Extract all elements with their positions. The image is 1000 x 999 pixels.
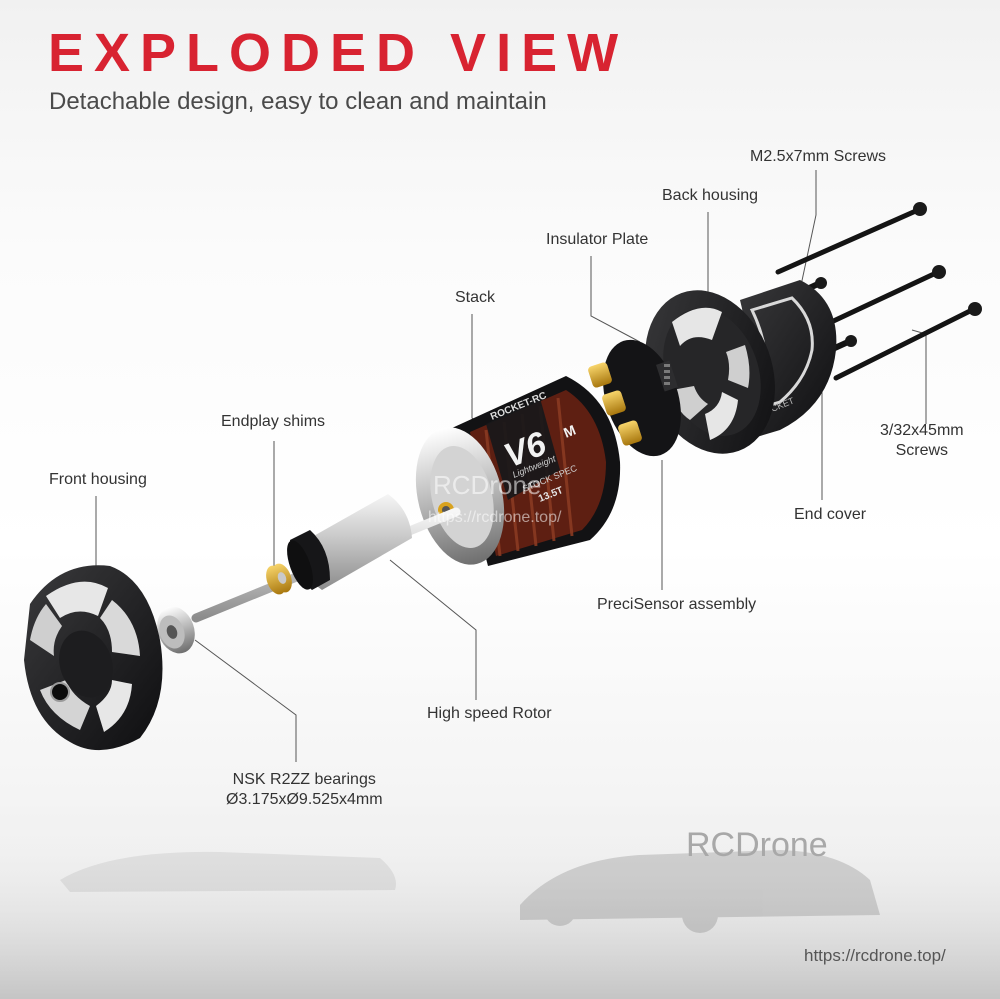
label-endplay-shims: Endplay shims [221,413,326,430]
label-insulator-plate: Insulator Plate [546,231,649,248]
watermark-url: https://rcdrone.top/ [804,946,946,965]
leader-332-screws [911,329,927,424]
leader-stack [471,314,479,423]
label-m25-screws: M2.5x7mm Screws [750,148,887,165]
label-bearings-line1: NSK R2ZZ bearings [232,771,376,788]
endplay-shims [266,563,292,595]
front-housing [24,565,163,751]
label-precisensor: PreciSensor assembly [597,596,757,613]
label-332-screws-line2: Screws [895,442,949,459]
watermark-mid-url: https://rcdrone.top/ [428,509,562,526]
leader-bearings [194,639,297,762]
watermark-mid-brand: RCDrone [433,470,542,500]
leader-rotor [389,559,477,700]
motor-model-suffix: M [561,422,578,441]
page-subtitle: Detachable design, easy to clean and mai… [49,88,547,115]
leader-insulator-plate [590,256,641,343]
label-stack: Stack [455,289,496,306]
leader-lines [95,170,927,762]
label-bearings-line2: Ø3.175xØ9.525x4mm [226,791,383,808]
label-back-housing: Back housing [662,187,759,204]
page-title: EXPLODED VIEW [48,23,629,83]
background-car-silhouettes [60,850,880,933]
solder-tabs [588,362,642,446]
label-332-screws: 3/32x45mm Screws [880,421,964,461]
stack: ROCKET-RC V6 M Lightweight STOCK SPEC 13… [415,376,621,566]
label-bearings: NSK R2ZZ bearings Ø3.175xØ9.525x4mm [226,770,383,810]
label-rotor: High speed Rotor [427,705,552,722]
watermark-brand: RCDrone [686,826,828,864]
nsk-bearing [157,606,195,654]
label-end-cover: End cover [794,506,867,523]
high-speed-rotor [191,494,461,623]
label-front-housing: Front housing [49,471,147,488]
label-332-screws-line1: 3/32x45mm [880,422,964,439]
leader-m25-screws [799,170,817,291]
background-floor [0,820,1000,999]
